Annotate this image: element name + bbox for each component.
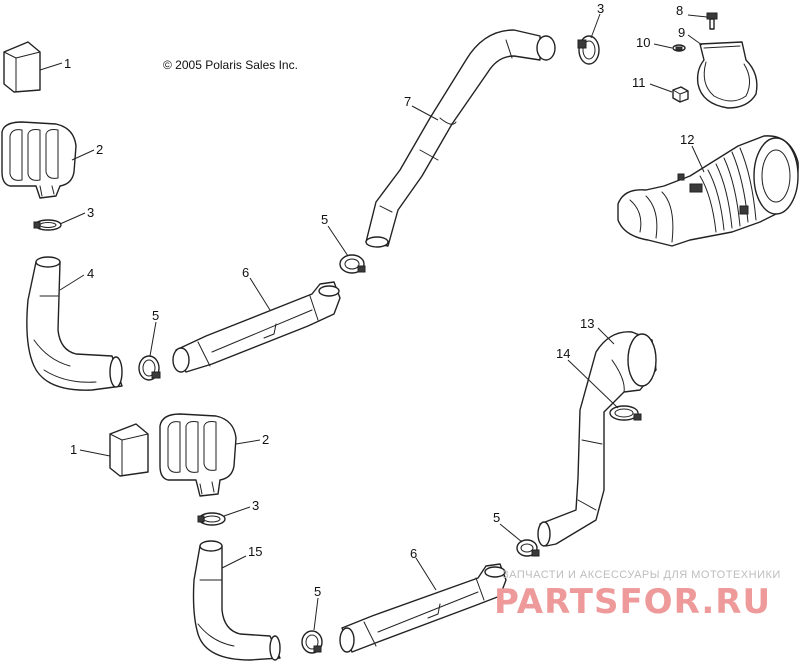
part-14-clamp <box>609 405 642 421</box>
part-13-right-tube <box>537 331 657 547</box>
leader-lines <box>39 13 708 631</box>
callout-7: 7 <box>404 94 411 109</box>
part-2-air-box-bottom <box>159 413 237 497</box>
callout-1-bottom: 1 <box>70 442 77 457</box>
callout-5-b: 5 <box>321 212 328 227</box>
callout-5-c: 5 <box>314 584 321 599</box>
callout-13: 13 <box>580 316 594 331</box>
part-12-air-cleaner <box>617 135 799 247</box>
part-5-clamp-c <box>301 630 323 654</box>
callout-5-a: 5 <box>152 308 159 323</box>
callout-14: 14 <box>556 346 570 361</box>
part-4-intake-duct <box>26 256 123 391</box>
part-1-foam-block-bottom <box>109 423 149 477</box>
callout-11: 11 <box>632 75 646 90</box>
callout-5-d: 5 <box>493 510 500 525</box>
part-8-bolt <box>706 12 718 30</box>
part-6-duct-top <box>172 281 341 373</box>
part-11-nut <box>672 86 689 103</box>
watermark-tagline: ЗАПЧАСТИ И АКСЕССУАРЫ ДЛЯ МОТОТЕХНИКИ <box>502 569 781 581</box>
callout-8: 8 <box>676 3 683 18</box>
callout-12: 12 <box>680 132 694 147</box>
callout-3-left: 3 <box>87 205 94 220</box>
watermark: ЗАПЧАСТИ И АКСЕССУАРЫ ДЛЯ МОТОТЕХНИКИ PA… <box>494 569 781 622</box>
callout-6-bottom: 6 <box>410 546 417 561</box>
callout-3-bottom: 3 <box>252 498 259 513</box>
callout-numbers: 1 2 3 4 5 6 5 7 3 8 9 10 11 12 13 14 1 2… <box>64 1 694 599</box>
callout-1-top: 1 <box>64 56 71 71</box>
callout-10: 10 <box>636 35 650 50</box>
callout-2-top: 2 <box>96 142 103 157</box>
callout-4: 4 <box>87 266 94 281</box>
callout-2-bottom: 2 <box>262 432 269 447</box>
callout-3-top: 3 <box>597 1 604 16</box>
watermark-logo: PARTSFOR.RU <box>494 582 771 622</box>
callout-9: 9 <box>678 25 685 40</box>
part-9-bracket-strap <box>696 41 758 109</box>
part-15-intake-duct <box>192 540 281 661</box>
part-3-clamp-left <box>33 219 62 231</box>
part-6-duct-bottom <box>339 563 507 653</box>
part-5-clamp-b <box>339 254 366 274</box>
part-5-clamp-d <box>516 539 540 557</box>
part-7-air-tube <box>365 29 556 248</box>
callout-6-top: 6 <box>242 265 249 280</box>
callout-15: 15 <box>248 544 262 559</box>
part-5-clamp-a <box>138 355 161 381</box>
part-10-washer <box>672 44 686 52</box>
part-1-foam-block-top <box>3 41 41 93</box>
part-2-air-box-top <box>1 121 77 199</box>
copyright-text: © 2005 Polaris Sales Inc. <box>163 58 298 72</box>
part-3-clamp-top <box>577 35 600 65</box>
part-3-clamp-bottom <box>197 512 226 526</box>
